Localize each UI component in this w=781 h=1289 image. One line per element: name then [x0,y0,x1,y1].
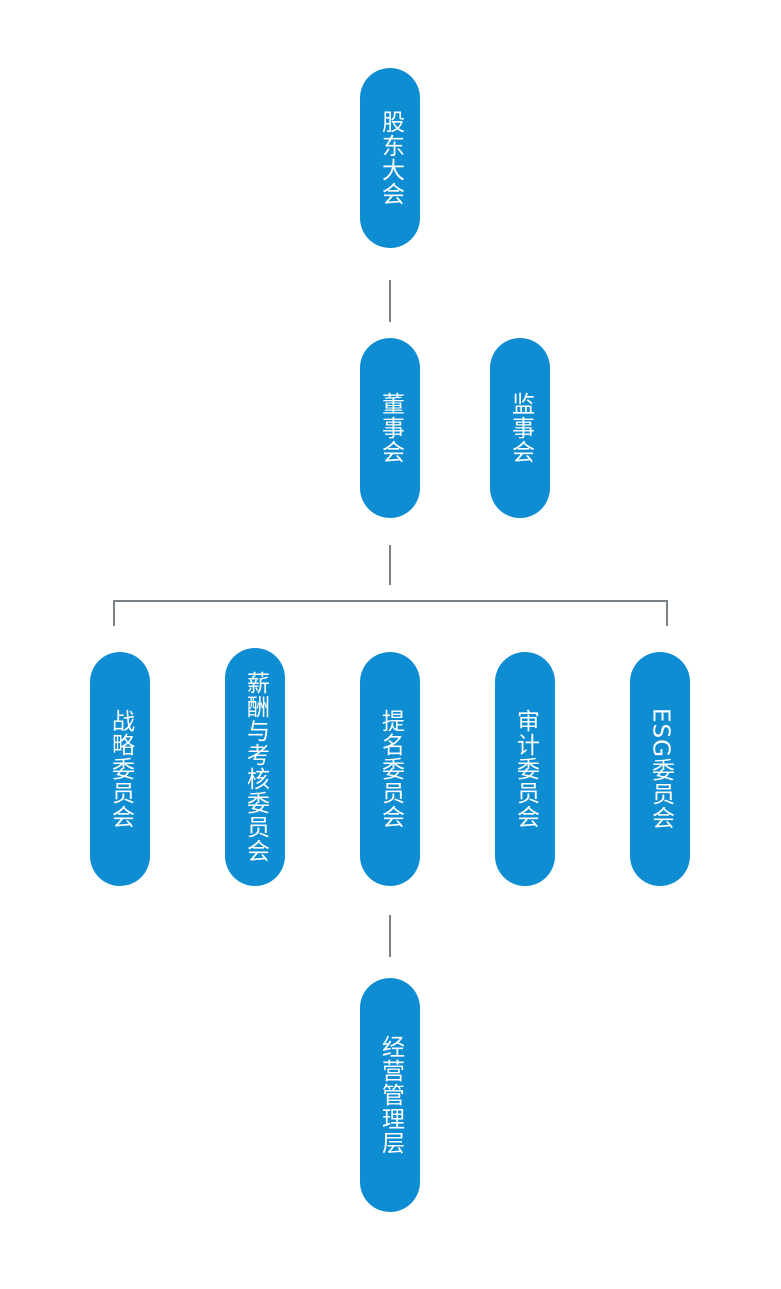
node-esg-committee[interactable]: ESG委员会 [630,652,690,886]
node-operating-management[interactable]: 经营管理层 [360,978,420,1212]
node-board-of-supervisors[interactable]: 监事会 [490,338,550,518]
connector-bus-left-drop [113,600,115,626]
node-board-of-directors[interactable]: 董事会 [360,338,420,518]
node-label-nomination-committee: 提名委员会 [377,709,404,829]
node-label-board-of-supervisors: 监事会 [507,392,534,464]
node-shareholders-meeting[interactable]: 股东大会 [360,68,420,248]
node-label-shareholders-meeting: 股东大会 [377,110,404,206]
node-label-esg-committee: ESG委员会 [647,708,674,830]
connector-board-to-bus [389,545,391,585]
connector-nomination-to-management [389,915,391,957]
node-audit-committee[interactable]: 审计委员会 [495,652,555,886]
node-label-audit-committee: 审计委员会 [512,709,539,829]
node-label-board-of-directors: 董事会 [377,392,404,464]
node-strategy-committee[interactable]: 战略委员会 [90,652,150,886]
connector-shareholders-to-board [389,280,391,322]
node-label-operating-management: 经营管理层 [377,1035,404,1155]
connector-bus-right-drop [666,600,668,626]
node-nomination-committee[interactable]: 提名委员会 [360,652,420,886]
node-label-strategy-committee: 战略委员会 [107,709,134,829]
connector-committee-bus [113,600,668,602]
node-remuneration-appraisal-committee[interactable]: 薪酬与考核委员会 [225,648,285,886]
node-label-remuneration-appraisal-committee: 薪酬与考核委员会 [242,671,269,863]
